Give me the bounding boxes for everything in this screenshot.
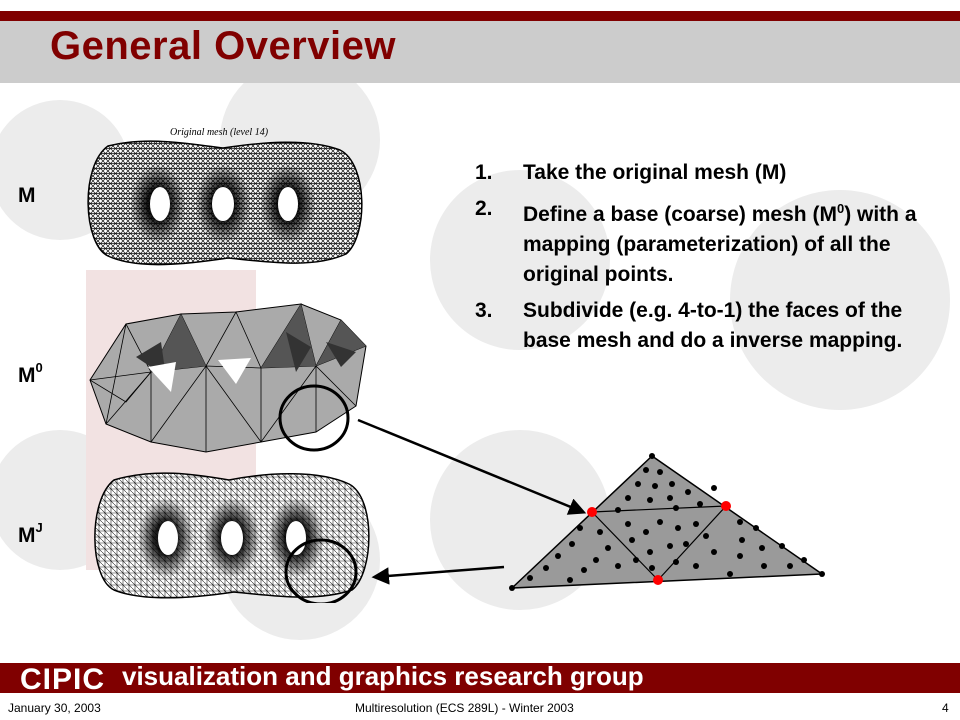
subdivision-triangle-diagram <box>509 453 825 591</box>
footer-date: January 30, 2003 <box>8 701 101 715</box>
step-1-number: 1. <box>475 161 493 184</box>
label-m: M <box>18 184 36 208</box>
subdivided-mesh-image <box>94 472 370 603</box>
step-1-text: Take the original mesh (M) <box>523 161 787 184</box>
logo-text: CIPIC <box>20 663 105 692</box>
label-mj-sup: J <box>35 520 43 535</box>
step-2-text-b: ) with a mapping (parameterization) of a… <box>523 203 917 286</box>
title-band <box>0 21 960 83</box>
original-mesh-image <box>87 140 363 266</box>
label-m-text: M <box>18 184 36 207</box>
label-mj: MJ <box>18 520 43 548</box>
label-m0: M0 <box>18 360 43 388</box>
cipic-logo: CIPIC <box>20 663 105 692</box>
step-3: 3. Subdivide (e.g. 4-to-1) the faces of … <box>475 296 945 356</box>
arrow-to-fine-mesh <box>371 565 505 585</box>
label-m0-sup: 0 <box>35 360 43 375</box>
bottom-band <box>0 663 960 693</box>
footer-course: Multiresolution (ECS 289L) - Winter 2003 <box>355 701 574 715</box>
page-number: 4 <box>942 701 949 715</box>
steps-list: 1. Take the original mesh (M) 2. Define … <box>475 158 945 362</box>
group-name: visualization and graphics research grou… <box>122 661 644 691</box>
step-1: 1. Take the original mesh (M) <box>475 158 945 188</box>
step-2-text: Define a base (coarse) mesh (M0) with a … <box>523 194 945 290</box>
step-2-text-sup: 0 <box>836 201 845 216</box>
step-3-text: Subdivide (e.g. 4-to-1) the faces of the… <box>523 299 903 352</box>
top-rule <box>0 11 960 21</box>
step-2-text-a: Define a base (coarse) mesh (M <box>523 203 837 226</box>
label-m0-base: M <box>18 364 36 387</box>
step-2-number: 2. <box>475 197 493 220</box>
mesh-caption: Original mesh (level 14) <box>170 127 269 138</box>
arrow-to-triangle <box>357 418 587 515</box>
base-mesh-image <box>89 302 367 453</box>
step-2: 2. Define a base (coarse) mesh (M0) with… <box>475 194 945 290</box>
slide-title: General Overview <box>50 24 396 68</box>
step-3-number: 3. <box>475 299 493 322</box>
label-mj-base: M <box>18 524 36 547</box>
